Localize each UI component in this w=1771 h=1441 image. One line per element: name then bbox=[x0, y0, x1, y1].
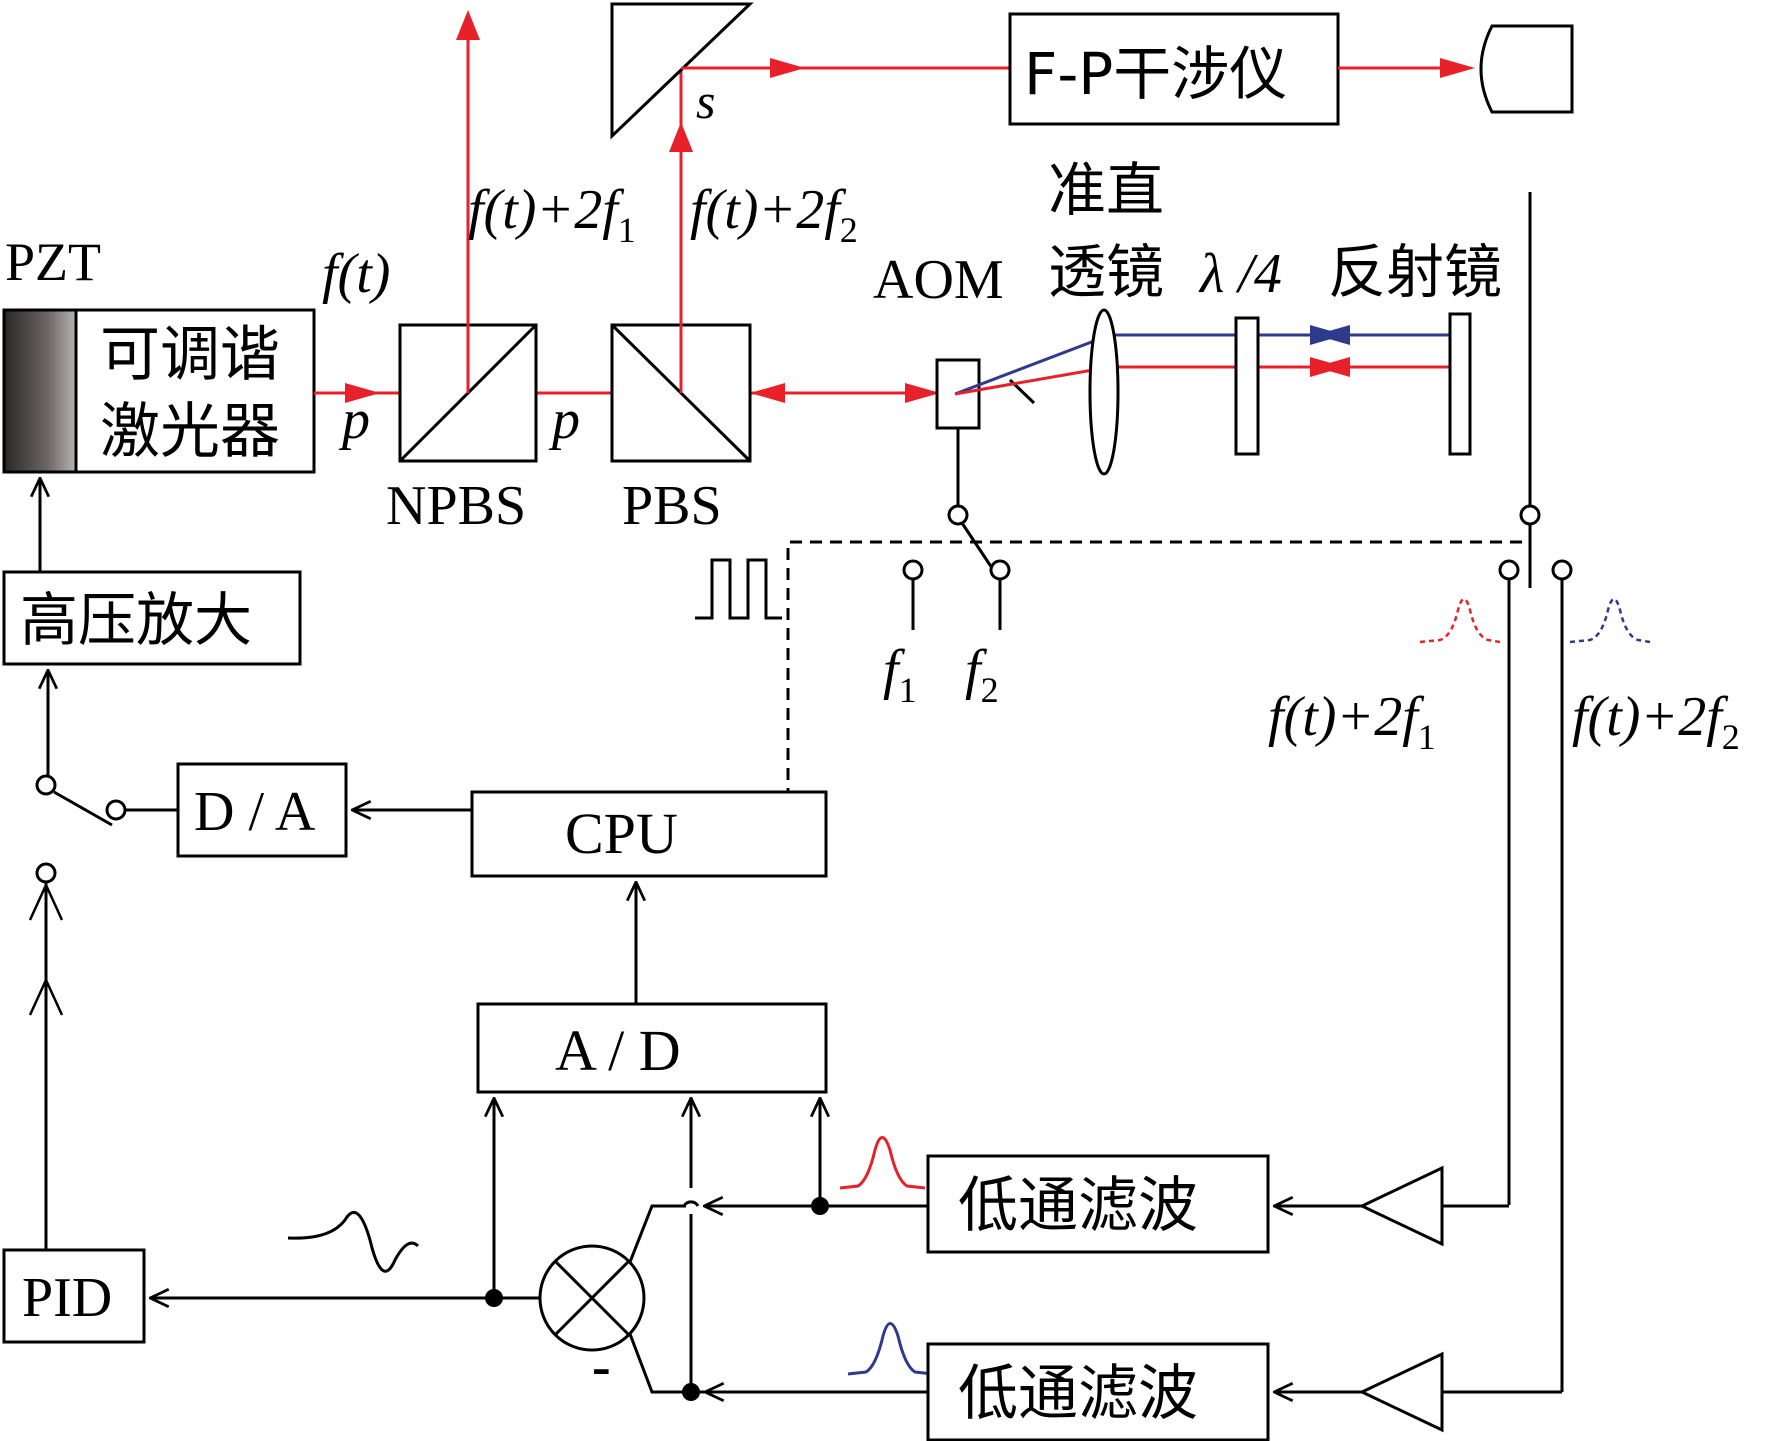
output-switch-blade bbox=[53, 790, 113, 827]
pzt-element bbox=[2, 308, 78, 474]
da-label: D / A bbox=[194, 781, 316, 843]
blue-beam-path bbox=[954, 333, 1450, 396]
pbs-label: PBS bbox=[622, 475, 722, 537]
collimating-lens bbox=[1088, 308, 1120, 476]
beam-label-ft: f(t) bbox=[322, 243, 390, 305]
prism bbox=[610, 2, 754, 140]
label-f1-switch: f1 bbox=[883, 639, 917, 710]
label-ft-2f1-top: f(t)+2f1 bbox=[468, 179, 636, 250]
lpf-box-bottom bbox=[926, 1342, 1270, 1441]
pid-label: PID bbox=[22, 1267, 112, 1329]
pid-box bbox=[2, 1248, 146, 1344]
beam-arrow-back bbox=[750, 383, 785, 403]
amplifier-top bbox=[1358, 1165, 1444, 1247]
cpu-box bbox=[470, 790, 828, 878]
laser-label-line1: 可调谐 bbox=[100, 320, 280, 390]
control-dashed-line bbox=[786, 540, 1530, 800]
lpf-label-bottom: 低通滤波 bbox=[958, 1359, 1198, 1429]
hv-amp-label: 高压放大 bbox=[20, 586, 252, 654]
mirror-label: 反射镜 bbox=[1328, 238, 1502, 306]
pzt-label: PZT bbox=[5, 232, 101, 292]
beam-label-s: s bbox=[696, 73, 715, 129]
reflection-mirror bbox=[1448, 312, 1472, 456]
beam-label-p2: p bbox=[548, 389, 580, 451]
npbs-label: NPBS bbox=[386, 475, 526, 537]
amplifier-bottom bbox=[1358, 1351, 1444, 1433]
red-peak-signal bbox=[839, 1136, 926, 1190]
qwp-label: λ /4 bbox=[1198, 243, 1282, 305]
red-beam-path bbox=[954, 365, 1450, 396]
quarter-wave-plate bbox=[1234, 316, 1260, 456]
aom-switch-pivot bbox=[947, 504, 969, 526]
detector-switch-pivot bbox=[1519, 504, 1541, 526]
lens-label-line1: 准直 bbox=[1048, 156, 1164, 224]
square-wave-signal bbox=[695, 558, 782, 620]
mixer-minus-sign: - bbox=[592, 1336, 611, 1398]
fp-label: F-P干涉仪 bbox=[1024, 40, 1287, 108]
beam-arrow-laser bbox=[345, 383, 380, 403]
laser-label-line2: 激光器 bbox=[100, 397, 280, 467]
label-f2-switch: f2 bbox=[965, 639, 999, 710]
blue-dashed-peak bbox=[1569, 597, 1651, 644]
lpf-box-top bbox=[926, 1154, 1270, 1254]
output-switch-pivot bbox=[35, 774, 57, 796]
label-ft-2f2-top: f(t)+2f2 bbox=[690, 179, 858, 250]
aom-label: AOM bbox=[873, 249, 1004, 311]
photodetector bbox=[1479, 24, 1574, 114]
label-ft-2f1-right: f(t)+2f1 bbox=[1268, 686, 1436, 757]
error-signal-shape bbox=[287, 1211, 420, 1273]
lens-label-line2: 透镜 bbox=[1048, 238, 1164, 306]
blue-peak-signal bbox=[847, 1322, 934, 1376]
ad-box bbox=[476, 1002, 828, 1094]
lpf-label-top: 低通滤波 bbox=[958, 1171, 1198, 1241]
label-ft-2f2-right: f(t)+2f2 bbox=[1572, 686, 1740, 757]
red-dashed-peak bbox=[1419, 597, 1501, 644]
hv-amp-box bbox=[2, 570, 302, 666]
ad-label: A / D bbox=[555, 1018, 681, 1083]
da-box bbox=[176, 762, 348, 858]
cpu-label: CPU bbox=[565, 801, 678, 866]
tunable-laser-box bbox=[74, 308, 316, 474]
beam-arrow-aom bbox=[905, 383, 940, 403]
